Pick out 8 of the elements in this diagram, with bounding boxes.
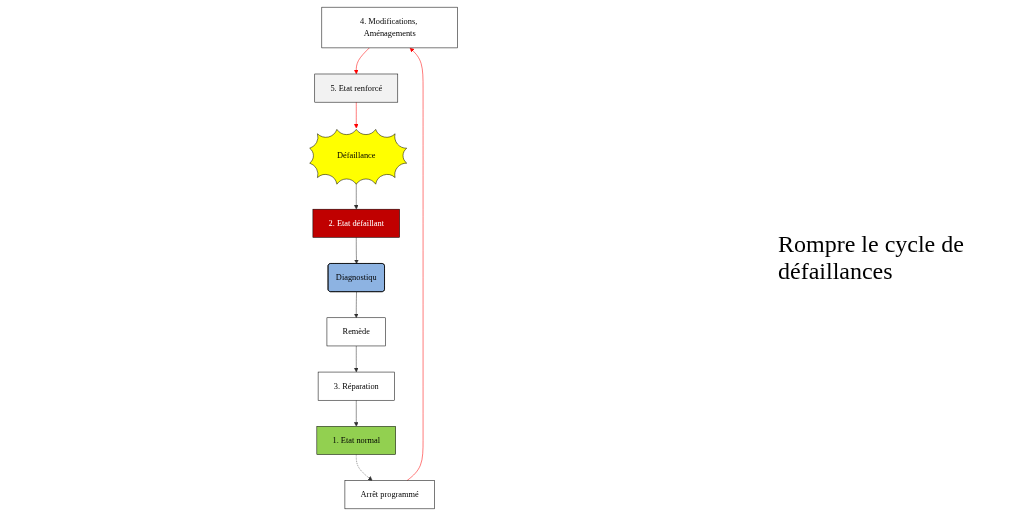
node-box: 4. Modifications, Aménagements xyxy=(321,6,459,49)
node-box: 3. Réparation xyxy=(318,371,396,401)
node-box: 2. Etat défaillant xyxy=(313,208,401,238)
node-box: 1. Etat normal xyxy=(316,426,397,455)
node-box: 5. Etat renforcé xyxy=(314,73,399,103)
note-text: Rompre le cycle de défaillances xyxy=(778,231,965,285)
node-box: Remède xyxy=(327,317,387,347)
node-box: Arrêt programmé xyxy=(345,480,436,510)
